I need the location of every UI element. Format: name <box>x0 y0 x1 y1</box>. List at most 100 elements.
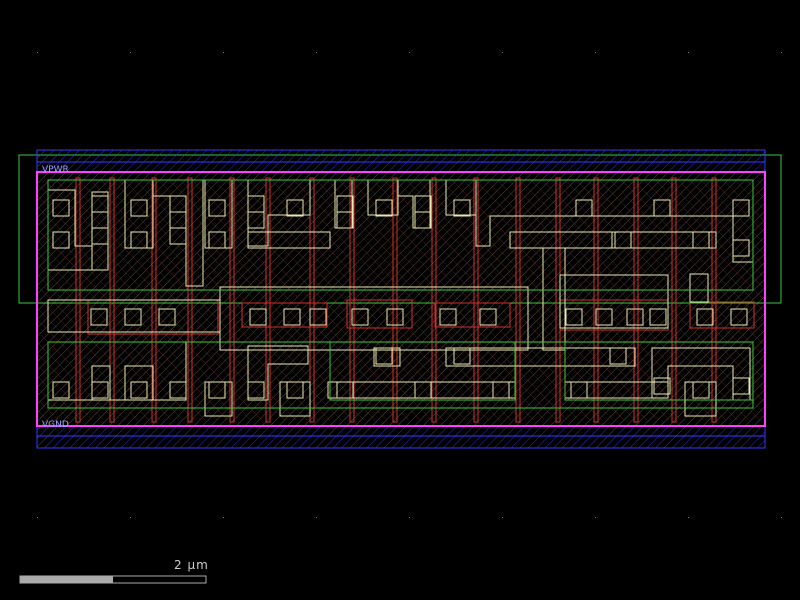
contact <box>286 381 304 399</box>
grid-dot <box>595 517 596 518</box>
grid-dots <box>37 52 782 518</box>
vgnd-pin-label: VGND <box>42 420 69 430</box>
contact <box>565 308 583 326</box>
contact <box>575 199 593 217</box>
poly-gate <box>309 177 315 423</box>
contact <box>730 308 748 326</box>
grid-dot <box>37 517 38 518</box>
poly-gate <box>515 177 521 423</box>
grid-dot <box>502 52 503 53</box>
grid-dot <box>316 517 317 518</box>
contact <box>732 377 750 395</box>
contact <box>414 211 432 229</box>
contact <box>653 199 671 217</box>
contact <box>130 381 148 399</box>
grid-dot <box>223 52 224 53</box>
li-shape <box>219 286 529 351</box>
grid-dot <box>781 517 782 518</box>
grid-dot <box>37 52 38 53</box>
contact <box>692 231 710 249</box>
contact <box>158 308 176 326</box>
contact <box>595 308 613 326</box>
contact <box>453 199 471 217</box>
contact <box>570 381 588 399</box>
grid-dot <box>130 517 131 518</box>
poly-contact-region <box>689 301 755 329</box>
contact <box>351 308 369 326</box>
contact <box>169 227 187 245</box>
contact <box>609 347 627 365</box>
contact <box>249 308 267 326</box>
grid-dot <box>502 517 503 518</box>
li-shape <box>445 347 636 367</box>
contact <box>696 308 714 326</box>
contact <box>692 381 710 399</box>
scale-bar <box>19 575 207 584</box>
contacts <box>52 195 750 399</box>
grid-dot <box>595 52 596 53</box>
contact <box>52 381 70 399</box>
grid-dot <box>409 517 410 518</box>
contact <box>52 199 70 217</box>
li-shape <box>559 274 669 329</box>
cell-boundary <box>36 171 766 427</box>
contact <box>208 199 226 217</box>
contact <box>386 308 404 326</box>
poly-contact-region <box>241 302 328 328</box>
contact <box>732 199 750 217</box>
grid-dot <box>688 52 689 53</box>
power-rail-bottom <box>36 425 766 449</box>
contact <box>90 308 108 326</box>
contact <box>649 308 667 326</box>
contact <box>309 308 327 326</box>
contact <box>124 308 142 326</box>
vpwr-pin-label: VPWR <box>42 165 69 175</box>
contact <box>375 199 393 217</box>
scale-bar-fill <box>20 576 113 583</box>
contact <box>653 377 671 395</box>
contact <box>375 347 393 365</box>
contact <box>439 308 457 326</box>
li-shape <box>124 365 154 401</box>
grid-dot <box>130 52 131 53</box>
contact <box>247 381 265 399</box>
contact <box>169 381 187 399</box>
contact <box>283 308 301 326</box>
diffusion <box>47 179 754 409</box>
contact <box>247 211 265 229</box>
contact <box>732 239 750 257</box>
poly-gate <box>711 177 717 423</box>
li-shape <box>689 273 709 303</box>
contact <box>492 381 510 399</box>
poly-gate <box>671 177 677 423</box>
contact <box>453 347 471 365</box>
power-rail-top <box>36 149 766 173</box>
contact <box>208 381 226 399</box>
grid-dot <box>688 517 689 518</box>
contact <box>208 231 226 249</box>
li-shape <box>651 347 751 401</box>
poly-contact-region <box>346 299 413 329</box>
poly-contact-region <box>434 302 511 328</box>
grid-dot <box>316 52 317 53</box>
contact <box>91 227 109 245</box>
contact <box>130 199 148 217</box>
contact <box>414 381 432 399</box>
contact <box>52 231 70 249</box>
contact <box>336 211 354 229</box>
scale-bar-label: 2 μm <box>174 558 209 572</box>
contact <box>286 199 304 217</box>
li-shape <box>247 231 331 249</box>
grid-dot <box>409 52 410 53</box>
grid-dot <box>781 52 782 53</box>
poly-gate <box>473 177 479 423</box>
contact <box>626 308 644 326</box>
grid-dot <box>223 517 224 518</box>
contact <box>91 381 109 399</box>
li-shape <box>611 231 717 249</box>
contact <box>130 231 148 249</box>
contact <box>336 381 354 399</box>
contact <box>479 308 497 326</box>
poly-gate <box>431 177 437 423</box>
